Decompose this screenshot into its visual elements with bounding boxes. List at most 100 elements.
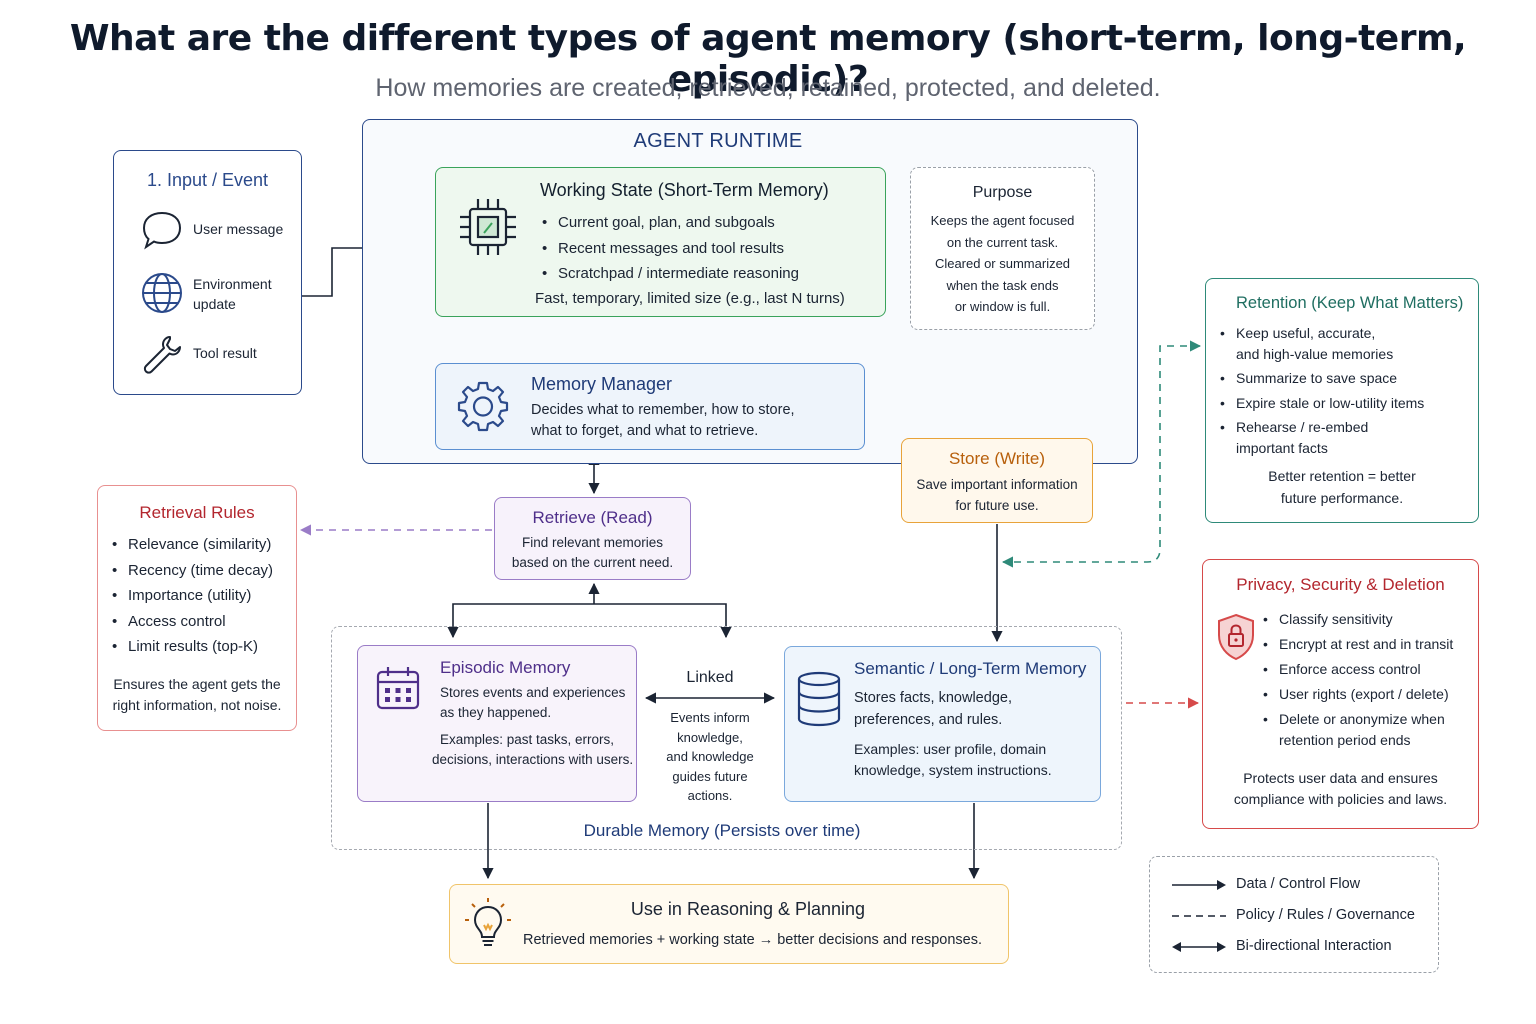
retention-line: Rehearse / re-embed bbox=[1236, 419, 1369, 435]
legend-item-dashed: Policy / Rules / Governance bbox=[1170, 906, 1430, 926]
purpose-text: Keeps the agent focused on the current t… bbox=[911, 210, 1094, 318]
page-title: What are the different types of agent me… bbox=[69, 18, 1467, 100]
episodic-desc-line: as they happened. bbox=[440, 705, 552, 720]
retention-footer-line: future performance. bbox=[1280, 490, 1404, 506]
privacy-footer-line: compliance with policies and laws. bbox=[1233, 791, 1448, 807]
privacy-bullet: Enforce access control bbox=[1261, 659, 1476, 680]
speech-bubble-icon bbox=[142, 211, 182, 250]
retrieval-rule: Importance (utility) bbox=[110, 583, 273, 609]
working-state-bullets: Current goal, plan, and subgoals Recent … bbox=[540, 210, 799, 287]
retrieval-rules-title: Retrieval Rules bbox=[139, 503, 255, 522]
working-bullet: Recent messages and tool results bbox=[540, 236, 799, 262]
durable-memory-container: Durable Memory (Persists over time) bbox=[331, 626, 1122, 850]
semantic-desc-line: preferences, and rules. bbox=[854, 712, 1003, 728]
privacy-bullet: User rights (export / delete) bbox=[1261, 684, 1476, 705]
store-line: Save important information bbox=[916, 477, 1078, 492]
retention-footer-line: Better retention = better bbox=[1268, 468, 1416, 484]
calendar-icon bbox=[376, 667, 420, 710]
purpose-title: Purpose bbox=[972, 184, 1033, 201]
purpose-line: Cleared or summarized bbox=[934, 256, 1071, 271]
episodic-example-line: decisions, interactions with users. bbox=[432, 752, 634, 767]
retrieval-rules-footer: Ensures the agent gets the right informa… bbox=[98, 674, 296, 716]
input-item-environment-update: Environment update bbox=[140, 271, 300, 315]
retrieve-line: Find relevant memories bbox=[521, 535, 664, 550]
legend-label: Policy / Rules / Governance bbox=[1236, 907, 1415, 923]
retention-line: Expire stale or low-utility items bbox=[1236, 394, 1425, 411]
episodic-desc-line: Stores events and experiences bbox=[440, 685, 626, 700]
privacy-line: User rights (export / delete) bbox=[1279, 686, 1449, 702]
reasoning-title: Use in Reasoning & Planning bbox=[630, 899, 866, 919]
privacy-bullet: Delete or anonymize when retention perio… bbox=[1261, 709, 1476, 751]
retention-bullet: Expire stale or low-utility items bbox=[1218, 393, 1468, 414]
lightbulb-icon bbox=[465, 898, 511, 946]
store-write-card: Store (Write) Save important information… bbox=[901, 438, 1093, 523]
working-state-title: Working State (Short-Term Memory) bbox=[540, 180, 829, 200]
chip-icon bbox=[460, 199, 516, 255]
gear-icon bbox=[457, 381, 509, 432]
bidirectional-arrow-icon bbox=[1172, 942, 1226, 952]
linked-label: Linked bbox=[686, 669, 734, 686]
input-item-user-message: User message bbox=[140, 209, 300, 253]
durable-memory-label: Durable Memory (Persists over time) bbox=[583, 821, 861, 840]
privacy-title: Privacy, Security & Deletion bbox=[1236, 575, 1445, 594]
agent-runtime-title: AGENT RUNTIME bbox=[633, 130, 803, 152]
retrieval-footer-line: right information, not noise. bbox=[112, 697, 282, 713]
retention-line: and high-value memories bbox=[1236, 345, 1394, 362]
solid-arrow-icon bbox=[1172, 880, 1226, 890]
legend-label: Bi-directional Interaction bbox=[1236, 938, 1392, 954]
memory-manager-text: Decides what to remember, how to store, … bbox=[531, 400, 795, 442]
privacy-bullets: Classify sensitivity Encrypt at rest and… bbox=[1261, 609, 1476, 751]
retrieval-rules-card: Retrieval Rules Relevance (similarity) R… bbox=[97, 485, 297, 731]
privacy-footer: Protects user data and ensures complianc… bbox=[1203, 768, 1478, 810]
input-event-title: 1. Input / Event bbox=[146, 170, 269, 190]
purpose-line: Keeps the agent focused bbox=[930, 213, 1075, 228]
input-item-label: Tool result bbox=[193, 345, 257, 361]
retention-line: important facts bbox=[1236, 439, 1328, 456]
semantic-example-line: Examples: user profile, domain bbox=[854, 741, 1047, 757]
retention-footer: Better retention = better future perform… bbox=[1206, 465, 1478, 509]
legend-item-solid: Data / Control Flow bbox=[1170, 875, 1430, 895]
input-event-panel: 1. Input / Event User message Environmen… bbox=[113, 150, 302, 395]
privacy-card: Privacy, Security & Deletion Classify se… bbox=[1202, 559, 1479, 829]
arrow-retrieve-fanout bbox=[447, 603, 732, 639]
working-bullet: Scratchpad / intermediate reasoning bbox=[540, 261, 799, 287]
retrieval-rule: Relevance (similarity) bbox=[110, 532, 273, 558]
store-line: for future use. bbox=[955, 498, 1039, 513]
episodic-example-line: Examples: past tasks, errors, bbox=[440, 732, 615, 747]
memory-manager-card: Memory Manager Decides what to remember,… bbox=[435, 363, 865, 450]
retention-bullet: Rehearse / re-embed important facts bbox=[1218, 417, 1468, 458]
retention-line: Summarize to save space bbox=[1236, 370, 1398, 386]
wrench-icon bbox=[143, 336, 181, 374]
linked-line: knowledge, bbox=[677, 729, 743, 745]
shield-lock-icon bbox=[1218, 613, 1254, 661]
retrieve-read-card: Retrieve (Read) Find relevant memories b… bbox=[494, 497, 691, 580]
reasoning-text: Retrieved memories + working state → bet… bbox=[523, 932, 982, 948]
retention-bullet: Keep useful, accurate, and high-value me… bbox=[1218, 323, 1468, 364]
privacy-bullet: Encrypt at rest and in transit bbox=[1261, 634, 1476, 655]
retention-bullets: Keep useful, accurate, and high-value me… bbox=[1218, 323, 1468, 458]
input-item-tool-result: Tool result bbox=[140, 333, 300, 377]
purpose-line: when the task ends bbox=[946, 277, 1059, 293]
purpose-card: Purpose Keeps the agent focused on the c… bbox=[910, 167, 1095, 330]
retrieve-line: based on the current need. bbox=[511, 555, 674, 570]
globe-icon bbox=[142, 273, 182, 313]
input-item-label: Environment update bbox=[193, 276, 272, 312]
retention-card: Retention (Keep What Matters) Keep usefu… bbox=[1205, 278, 1479, 523]
privacy-line: retention period ends bbox=[1279, 732, 1411, 748]
linked-line: guides future bbox=[672, 768, 748, 784]
semantic-example-line: knowledge, system instructions. bbox=[854, 761, 1052, 778]
memory-manager-title: Memory Manager bbox=[531, 374, 673, 394]
episodic-examples: Examples: past tasks, errors, decisions,… bbox=[432, 730, 633, 770]
database-icon bbox=[797, 671, 841, 727]
manager-line: what to forget, and what to retrieve. bbox=[531, 423, 759, 439]
retrieval-rule: Recency (time decay) bbox=[110, 558, 273, 584]
privacy-bullet: Classify sensitivity bbox=[1261, 609, 1476, 630]
episodic-desc: Stores events and experiences as they ha… bbox=[440, 683, 625, 723]
retrieve-title: Retrieve (Read) bbox=[532, 508, 653, 527]
privacy-footer-line: Protects user data and ensures bbox=[1243, 770, 1438, 786]
semantic-desc-line: Stores facts, knowledge, bbox=[854, 690, 1012, 706]
manager-line: Decides what to remember, how to store, bbox=[531, 402, 795, 418]
linked-line: actions. bbox=[687, 788, 733, 803]
retrieval-rules-bullets: Relevance (similarity) Recency (time dec… bbox=[110, 532, 273, 660]
privacy-line: Encrypt at rest and in transit bbox=[1279, 636, 1454, 652]
